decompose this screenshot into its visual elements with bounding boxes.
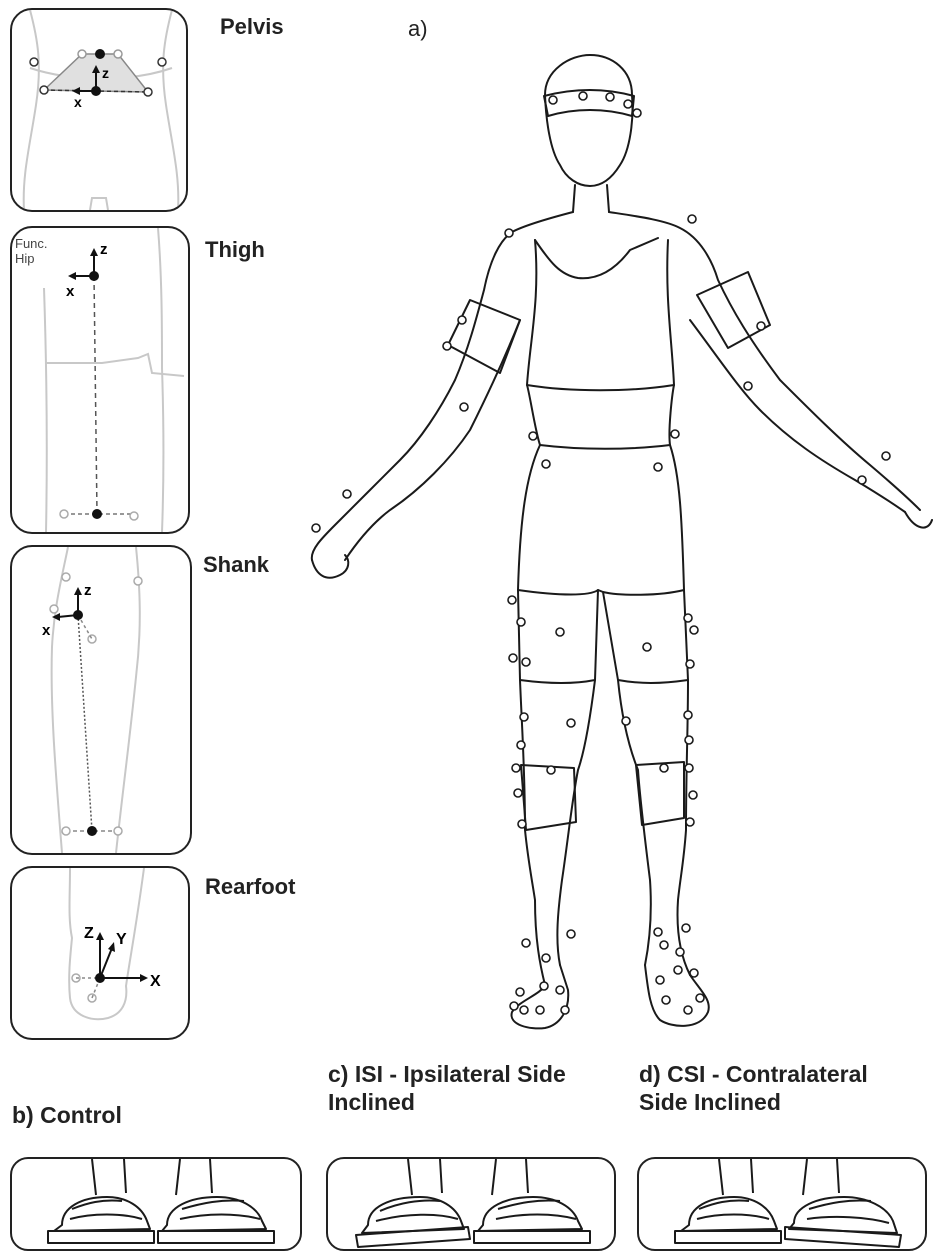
csi-panel (637, 1157, 927, 1251)
isi-title-line1: c) ISI - Ipsilateral Side (328, 1060, 566, 1088)
func-hip-line2: Hip (15, 251, 48, 266)
shank-diagram: z x (12, 547, 190, 853)
rearfoot-y-label: Y (116, 931, 127, 948)
csi-title-line2: Side Inclined (639, 1088, 868, 1116)
thigh-diagram: z x (12, 228, 188, 532)
shank-title: Shank (203, 552, 269, 578)
rearfoot-panel: Z Y X (10, 866, 190, 1040)
thigh-panel: z x Func. Hip (10, 226, 190, 534)
csi-title-line1: d) CSI - Contralateral (639, 1060, 868, 1088)
thigh-x-label: x (66, 283, 75, 300)
isi-feet-drawing (328, 1159, 614, 1249)
rearfoot-diagram: Z Y X (12, 868, 188, 1038)
thigh-z-label: z (100, 241, 108, 258)
csi-title: d) CSI - Contralateral Side Inclined (639, 1060, 868, 1116)
pelvis-title: Pelvis (220, 14, 284, 40)
pelvis-panel: z x (10, 8, 188, 212)
rearfoot-title: Rearfoot (205, 874, 295, 900)
pelvis-x-label: x (74, 94, 82, 110)
pelvis-z-label: z (102, 65, 109, 81)
isi-title-line2: Inclined (328, 1088, 566, 1116)
isi-panel (326, 1157, 616, 1251)
control-title: b) Control (12, 1101, 122, 1129)
control-panel (10, 1157, 302, 1251)
control-title-line1: b) Control (12, 1101, 122, 1129)
thigh-title: Thigh (205, 237, 265, 263)
control-feet-drawing (12, 1159, 300, 1249)
body-outline (312, 55, 932, 1028)
rearfoot-x-label: X (150, 973, 161, 990)
marker-dots (312, 92, 890, 1014)
figure-label: a) (408, 16, 428, 42)
isi-title: c) ISI - Ipsilateral Side Inclined (328, 1060, 566, 1116)
func-hip-label: Func. Hip (15, 236, 48, 266)
rearfoot-z-label: Z (84, 925, 94, 942)
shank-x-label: x (42, 622, 51, 639)
shank-z-label: z (84, 582, 92, 599)
shank-panel: z x (10, 545, 192, 855)
pelvis-diagram: z x (12, 10, 186, 210)
func-hip-line1: Func. (15, 236, 48, 251)
csi-feet-drawing (639, 1159, 925, 1249)
